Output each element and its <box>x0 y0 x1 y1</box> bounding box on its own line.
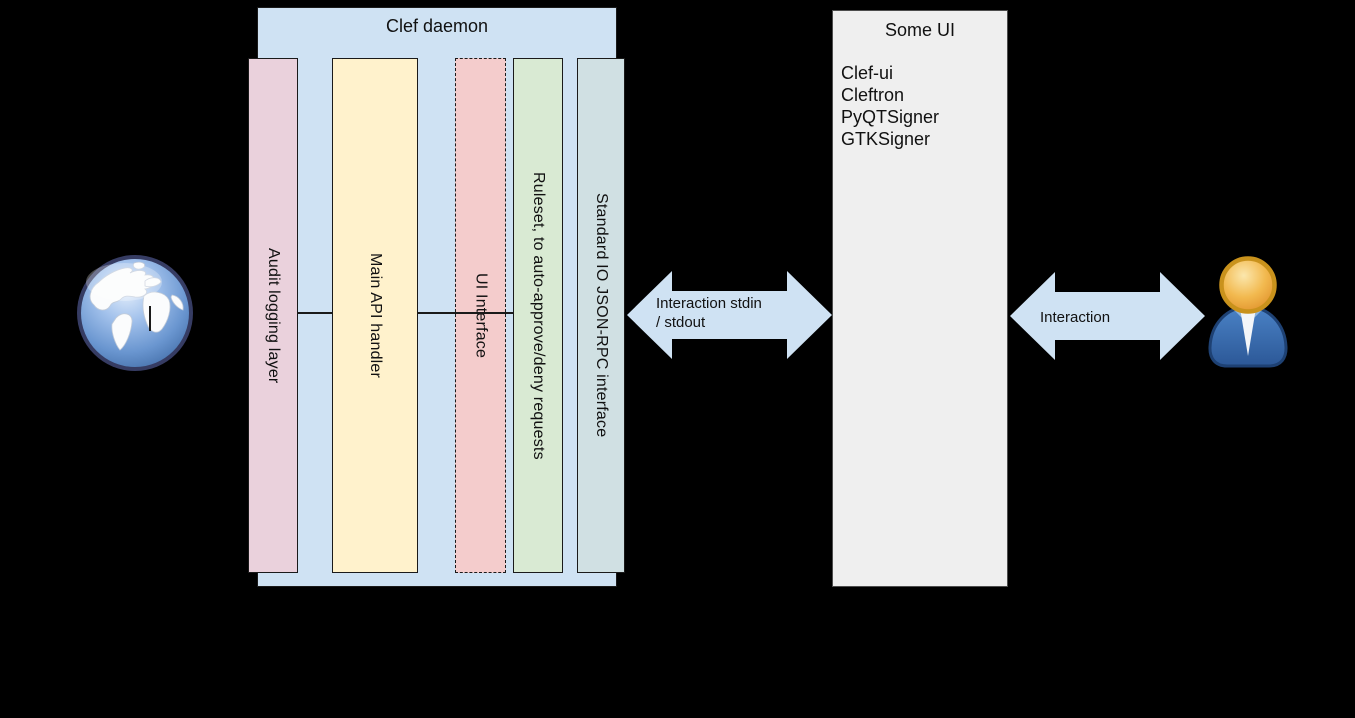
arrow-label-line2: / stdout <box>656 314 706 331</box>
double-arrow-interaction <box>1010 272 1205 360</box>
list-item-pyqtsigner: PyQTSigner <box>841 107 940 127</box>
bar-ruleset-label: Ruleset, to auto-approve/deny requests <box>530 171 547 460</box>
arrow-label-line1: Interaction stdin <box>656 295 762 312</box>
globe-icon <box>74 252 196 374</box>
connector-audit-to-main <box>298 312 332 314</box>
arrow-label-line1: Interaction <box>1040 309 1111 326</box>
some-ui-container <box>832 10 1008 587</box>
connector-globe-stub <box>149 306 151 331</box>
person-icon <box>1202 256 1294 373</box>
bar-ui-interface: UI Interface <box>455 58 506 573</box>
bar-main-label: Main API handler <box>367 252 384 379</box>
clef-daemon-container <box>257 7 617 587</box>
some-ui-title: Some UI <box>884 20 956 40</box>
clef-daemon-title: Clef daemon <box>385 16 489 36</box>
bar-main-api-handler: Main API handler <box>332 58 418 573</box>
bar-stdio-label: Standard IO JSON-RPC interface <box>593 193 610 438</box>
bar-audit-logging-layer: Audit logging layer <box>248 58 298 573</box>
some-ui-list: Clef-ui Cleftron PyQTSigner GTKSigner <box>841 62 1001 150</box>
list-item-cleftron: Cleftron <box>841 85 905 105</box>
connector-main-to-ruleset <box>418 312 513 314</box>
arrow-label-interaction: Interaction <box>1040 308 1110 327</box>
list-item-clef-ui: Clef-ui <box>841 63 894 83</box>
bar-audit-label: Audit logging layer <box>265 247 282 384</box>
list-item-gtksigner: GTKSigner <box>841 129 931 149</box>
bar-ui-label: UI Interface <box>472 272 490 359</box>
bar-ruleset: Ruleset, to auto-approve/deny requests <box>513 58 563 573</box>
bar-stdio-jsonrpc: Standard IO JSON-RPC interface <box>577 58 625 573</box>
double-arrow-stdin-stdout <box>627 271 832 359</box>
arrow-label-stdin-stdout: Interaction stdin / stdout <box>656 294 762 332</box>
